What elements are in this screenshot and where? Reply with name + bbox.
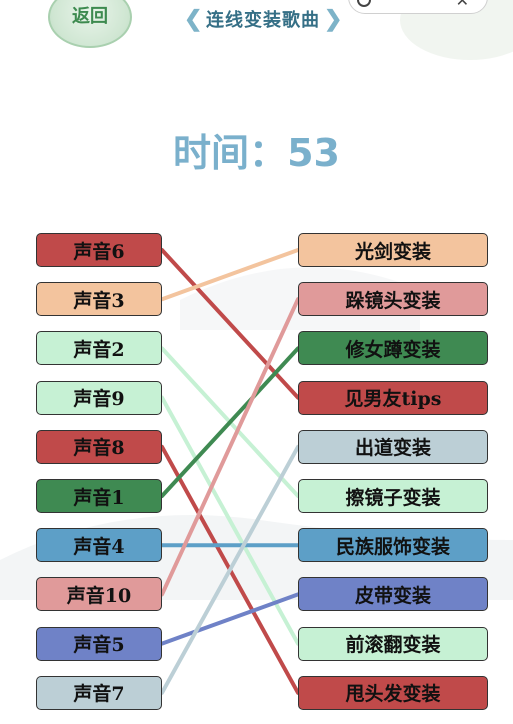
menu-dot-icon[interactable] <box>357 0 371 7</box>
outfit-item[interactable]: 甩头发变装 <box>298 675 488 710</box>
sound-item[interactable]: 声音9 <box>36 380 162 415</box>
page-title: 连线变装歌曲 <box>206 10 320 31</box>
outfit-item[interactable]: 擦镜子变装 <box>298 479 488 513</box>
connection-line <box>160 592 300 646</box>
outfit-item[interactable]: 跺镜头变装 <box>298 282 488 317</box>
timer-value: 53 <box>287 131 340 175</box>
chevron-right-icon: ❯ <box>324 6 343 32</box>
timer: 时间：53 <box>0 122 513 177</box>
connection-line <box>160 248 300 400</box>
connection-line <box>160 444 300 695</box>
close-icon[interactable]: ✕ <box>455 0 469 10</box>
connection-line <box>160 248 300 302</box>
sound-item[interactable]: 声音10 <box>36 577 162 612</box>
connection-line <box>160 346 300 498</box>
outfit-item[interactable]: 皮带变装 <box>298 577 488 612</box>
outfit-item[interactable]: 修女蹲变装 <box>298 331 488 366</box>
sound-item[interactable]: 声音7 <box>36 675 162 710</box>
outfit-item[interactable]: 见男友tips <box>298 380 488 415</box>
outfit-item[interactable]: 出道变装 <box>298 429 488 464</box>
outfit-item[interactable]: 光剑变装 <box>298 233 488 267</box>
timer-label: 时间： <box>173 130 288 175</box>
sound-item[interactable]: 声音8 <box>36 429 162 464</box>
sound-item[interactable]: 声音4 <box>36 528 162 563</box>
outfit-item[interactable]: 前滚翻变装 <box>298 626 488 661</box>
sound-item[interactable]: 声音6 <box>36 233 162 267</box>
outfit-item[interactable]: 民族服饰变装 <box>298 528 488 563</box>
chevron-left-icon: ❮ <box>184 6 203 32</box>
title-banner: ❮ 连线变装歌曲 ❯ <box>160 2 366 36</box>
sound-item[interactable]: 声音5 <box>36 626 162 661</box>
connection-line <box>160 297 300 597</box>
sound-item[interactable]: 声音2 <box>36 331 162 366</box>
back-button[interactable]: 返回 <box>48 0 132 48</box>
sound-item[interactable]: 声音1 <box>36 479 162 513</box>
back-button-label: 返回 <box>72 6 108 27</box>
connection-line <box>160 395 300 646</box>
sound-item[interactable]: 声音3 <box>36 282 162 317</box>
